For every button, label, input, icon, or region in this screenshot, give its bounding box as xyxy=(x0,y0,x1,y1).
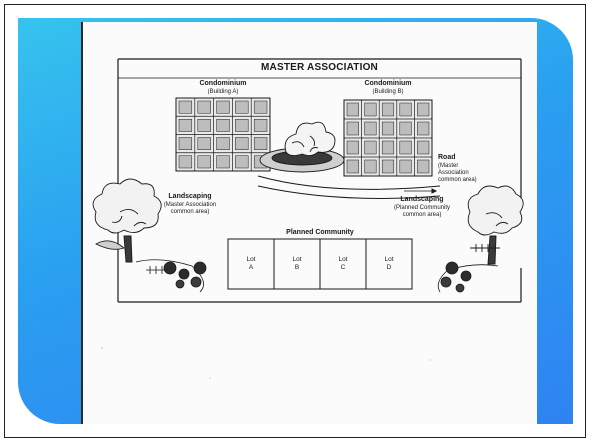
landscaping-left-line-2: common area) xyxy=(170,209,210,215)
building-window xyxy=(253,100,268,114)
building-window xyxy=(364,159,377,174)
building-window xyxy=(235,100,249,114)
planned-community-box xyxy=(227,238,413,290)
building-window xyxy=(399,102,412,117)
building-window xyxy=(235,119,249,132)
building-window xyxy=(346,159,359,174)
building-window xyxy=(364,140,377,155)
lot-c-word: Lot xyxy=(338,256,348,263)
scan-specks xyxy=(101,347,431,379)
landscaping-right-line-2: common area) xyxy=(402,212,442,218)
tree-icon xyxy=(92,178,162,263)
building-window xyxy=(197,100,211,114)
building-window xyxy=(346,102,359,117)
building-window xyxy=(399,140,412,155)
building-window xyxy=(216,155,230,169)
road xyxy=(257,175,441,199)
building-window xyxy=(399,159,412,174)
lot-a-word: Lot xyxy=(246,256,256,263)
building-window xyxy=(381,102,395,117)
tree-icon xyxy=(467,185,524,265)
landscaping-right-line-1: (Planned Community xyxy=(393,205,451,211)
building-window xyxy=(235,155,249,169)
condo-a-sub: (Building A) xyxy=(207,89,239,95)
building-window xyxy=(216,137,230,150)
road-line-1: (Master xyxy=(438,163,459,169)
lot-b-letter: B xyxy=(294,264,300,271)
condo-b-title: Condominium xyxy=(364,80,412,87)
shrub-icon xyxy=(135,259,207,293)
building-window xyxy=(346,140,359,155)
building-a xyxy=(175,97,271,172)
building-window xyxy=(253,119,268,132)
road-line-2: Association xyxy=(438,170,469,176)
condo-b-sub: (Building B) xyxy=(372,89,404,95)
lot-a-letter: A xyxy=(248,264,254,271)
lot-d-letter: D xyxy=(386,264,392,271)
building-window xyxy=(381,121,395,136)
building-window xyxy=(197,137,211,150)
building-window xyxy=(235,137,249,150)
building-window xyxy=(178,100,193,114)
building-window xyxy=(253,137,268,150)
shrub-icon xyxy=(437,261,499,293)
building-window xyxy=(364,102,377,117)
building-window xyxy=(364,121,377,136)
building-window xyxy=(216,100,230,114)
lot-b-word: Lot xyxy=(292,256,302,263)
road-line-3: common area) xyxy=(438,177,477,183)
scan-edge-shadow xyxy=(81,22,83,424)
landscaping-right-title: Landscaping xyxy=(400,196,444,203)
building-window xyxy=(178,155,193,169)
building-window xyxy=(417,159,430,174)
diagram-title: MASTER ASSOCIATION xyxy=(261,62,378,73)
condo-a-title: Condominium xyxy=(199,80,247,87)
building-b xyxy=(343,99,433,177)
bush-icon xyxy=(259,121,345,173)
landscaping-left-title: Landscaping xyxy=(168,193,212,200)
landscaping-left-line-1: (Master Association xyxy=(163,202,217,208)
building-window xyxy=(399,121,412,136)
building-window xyxy=(197,119,211,132)
building-window xyxy=(417,121,430,136)
diagram-frame xyxy=(117,58,522,303)
planned-community-title: Planned Community xyxy=(286,229,354,236)
building-window xyxy=(381,159,395,174)
lot-c-letter: C xyxy=(340,264,346,271)
building-window xyxy=(216,119,230,132)
lot-d-word: Lot xyxy=(384,256,394,263)
building-window xyxy=(346,121,359,136)
building-window xyxy=(417,102,430,117)
building-window xyxy=(178,137,193,150)
building-window xyxy=(197,155,211,169)
building-window xyxy=(417,140,430,155)
road-title: Road xyxy=(438,154,456,161)
building-window xyxy=(381,140,395,155)
building-window xyxy=(178,119,193,132)
